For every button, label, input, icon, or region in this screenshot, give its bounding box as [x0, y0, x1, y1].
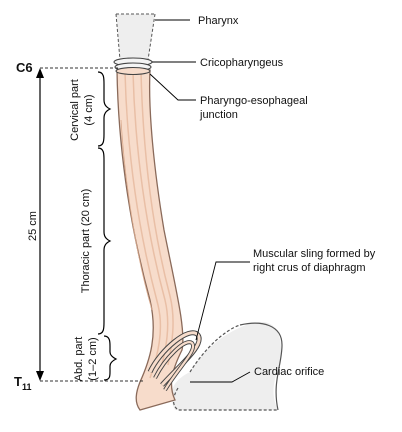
- junction-label-line2: junction: [199, 109, 238, 121]
- pharynx-label: Pharynx: [198, 15, 239, 27]
- total-length-label: 25 cm: [27, 211, 39, 241]
- abdominal-label-line1: Abd. part: [73, 337, 85, 382]
- c6-label: C6: [16, 60, 33, 75]
- abdominal-label-line2: (1–2 cm): [87, 337, 99, 380]
- t11-main: T: [14, 374, 22, 389]
- abdominal-brace: [103, 335, 118, 381]
- t11-label: T11: [14, 374, 31, 392]
- total-length-arrow: [36, 68, 44, 381]
- thoracic-label: Thoracic part (20 cm): [80, 189, 92, 294]
- cardiac-orifice-leader: [190, 371, 251, 383]
- cardiac-orifice-label: Cardiac orifice: [254, 366, 324, 378]
- muscular-sling: [147, 330, 202, 392]
- esophagus: [116, 69, 184, 411]
- sling-label-line2: right crus of diaphragm: [253, 262, 366, 274]
- cervical-brace: [97, 71, 112, 147]
- pharynx: [115, 13, 156, 61]
- cricopharyngeus-label: Cricopharyngeus: [200, 57, 284, 69]
- junction-leader: [149, 73, 196, 101]
- junction-label-line1: Pharyngo-esophageal: [200, 95, 308, 107]
- cricopharyngeus: [113, 57, 153, 76]
- cervical-label-line1: Cervical part: [69, 79, 81, 141]
- cervical-label-line2: (4 cm): [83, 94, 95, 125]
- thoracic-brace: [97, 147, 112, 335]
- sling-leader: [195, 261, 250, 341]
- stomach: [171, 322, 283, 411]
- sling-label-line1: Muscular sling formed by: [253, 248, 376, 260]
- t11-subscript: 11: [22, 382, 32, 392]
